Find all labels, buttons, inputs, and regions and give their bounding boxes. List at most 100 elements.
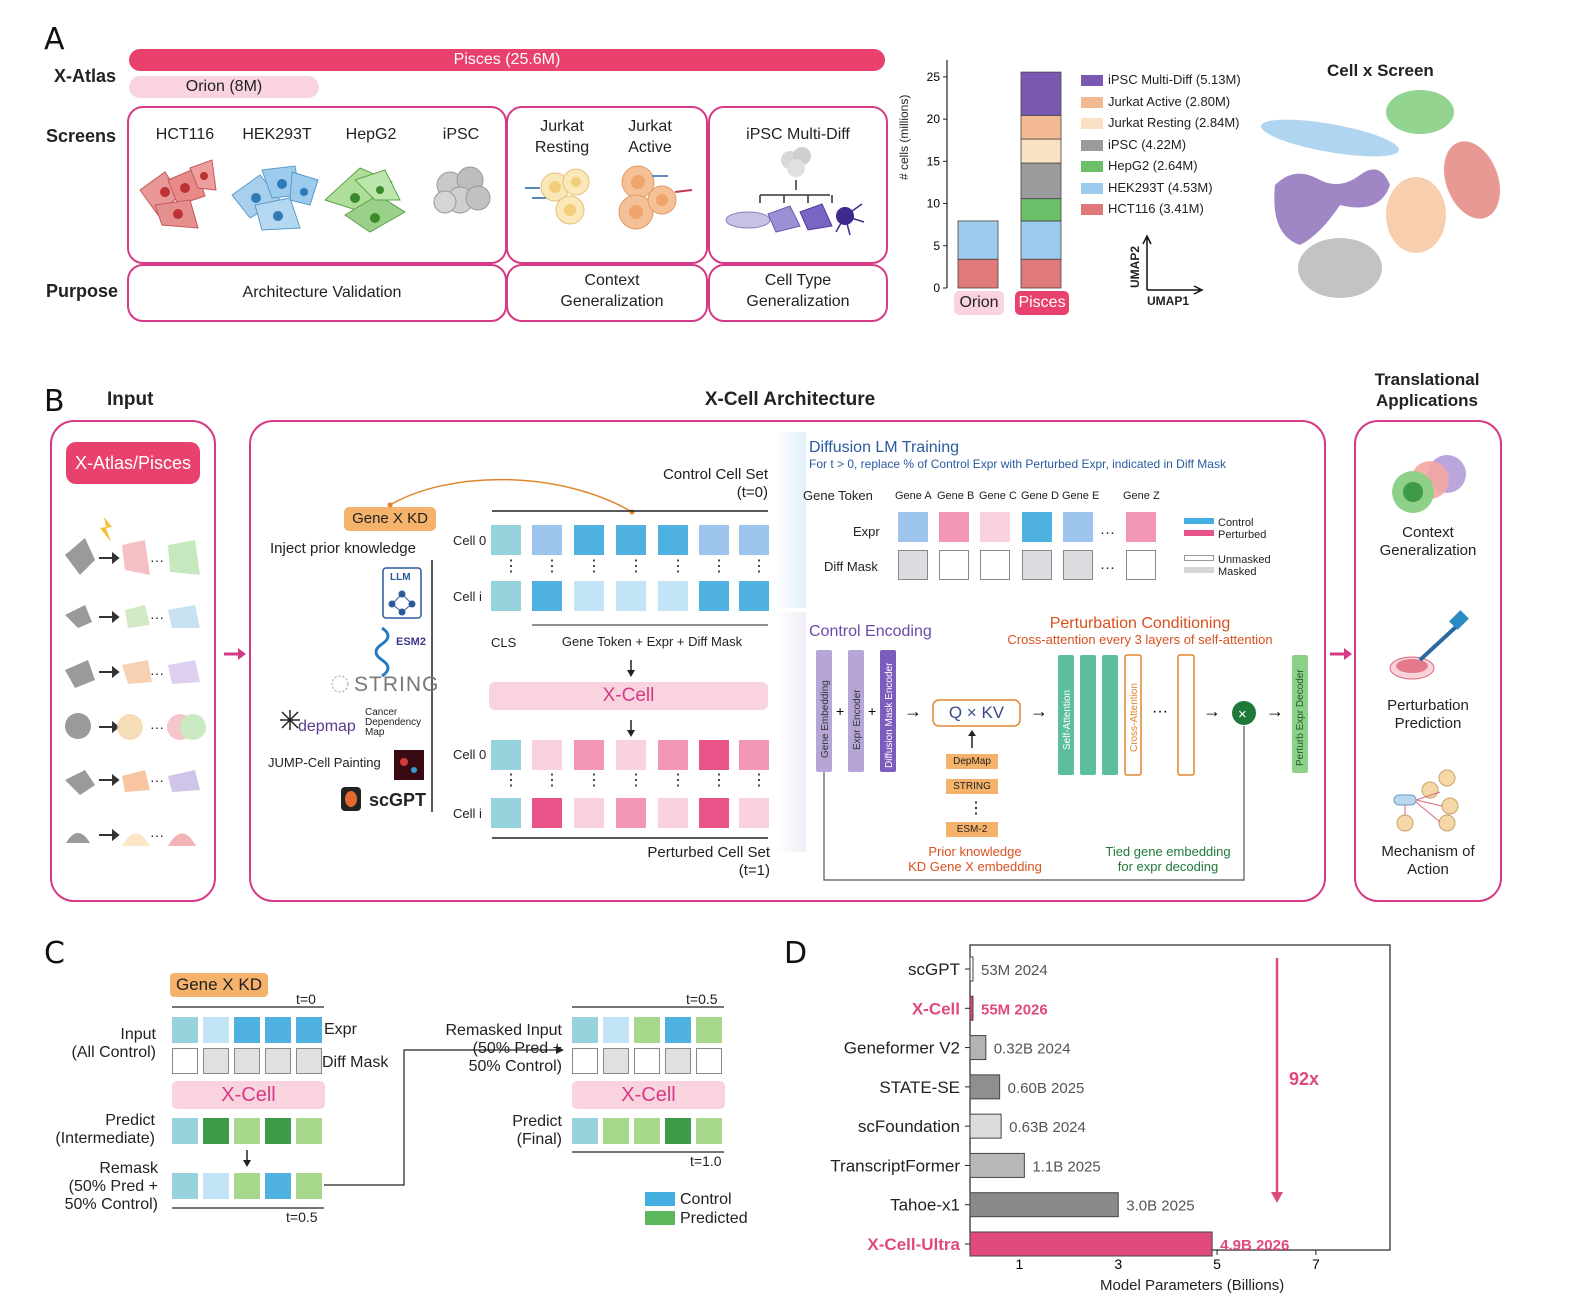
c-predict-final-token xyxy=(696,1118,722,1144)
svg-text:+: + xyxy=(836,703,844,719)
perturbed-cell0-token xyxy=(658,740,688,770)
stack-legend-item: Jurkat Resting (2.84M) xyxy=(1081,115,1240,130)
svg-text:···: ··· xyxy=(150,609,164,625)
cancer-dependency-map-label: Cancer Dependency Map xyxy=(365,707,422,738)
c-predict-final-token xyxy=(634,1118,660,1144)
panel-d-letter: D xyxy=(784,936,808,971)
network-icon xyxy=(388,590,416,616)
legend-masked-swatch xyxy=(1184,567,1214,573)
vertical-ellipsis: ⋮ xyxy=(711,558,727,575)
jurkat-active-icon xyxy=(618,165,693,230)
c-diffmask-label: Diff Mask xyxy=(322,1054,389,1071)
d-value-label: 1.1B 2025 xyxy=(1032,1158,1100,1175)
control-cell0-token xyxy=(491,525,521,555)
control-cell0-token xyxy=(699,525,729,555)
mechanism-network-icon xyxy=(1393,769,1459,832)
llm-label: LLM xyxy=(390,572,411,583)
c-predict-int-token xyxy=(203,1118,229,1144)
perturbed-celli-token xyxy=(574,798,604,828)
control-celli-token xyxy=(658,581,688,611)
purpose-label: Purpose xyxy=(46,281,119,301)
control-cell-set-label: Control Cell Set (t=0) xyxy=(662,466,768,501)
expr-label: Expr xyxy=(853,524,880,539)
llm-icon xyxy=(382,567,422,619)
stack-legend-label: iPSC Multi-Diff (5.13M) xyxy=(1108,72,1241,87)
c-remask-token xyxy=(296,1173,322,1199)
d-model-name: X-Cell-Ultra xyxy=(867,1235,960,1254)
jurkat-active-label: Jurkat Active xyxy=(628,118,672,156)
architecture-title: X-Cell Architecture xyxy=(704,389,876,410)
d-bar xyxy=(969,956,974,982)
prior-knowledge-note: Prior knowledge KD Gene X embedding xyxy=(908,844,1042,874)
c-remasked-expr-token xyxy=(665,1017,691,1043)
encoding-fade xyxy=(776,612,806,852)
d-bar xyxy=(969,1231,1213,1257)
gene-b-label: Gene B xyxy=(937,490,975,502)
perturbed-celli-token xyxy=(491,798,521,828)
c-remasked-expr-token xyxy=(572,1017,598,1043)
cell0-label-top: Cell 0 xyxy=(453,533,487,548)
c-predict-int-token xyxy=(172,1118,198,1144)
legend-control-label: Control xyxy=(1218,517,1254,529)
vertical-ellipsis: ⋮ xyxy=(670,558,686,575)
c-predict-final: Predict (Final) xyxy=(512,1113,562,1148)
control-cell0-token xyxy=(532,525,562,555)
c-t05-right: t=0.5 xyxy=(686,991,718,1007)
stack-y-tick-label: 15 xyxy=(927,154,941,168)
c-legend-control-label: Control xyxy=(680,1191,732,1208)
applications-box xyxy=(1354,420,1502,902)
c-predict-intermediate: Predict (Intermediate) xyxy=(55,1112,155,1147)
esm2-tag: ESM-2 xyxy=(946,822,998,837)
jump-label: JUMP-Cell Painting xyxy=(268,755,381,770)
stack-legend-item: HepG2 (2.64M) xyxy=(1081,158,1198,173)
d-model-name: scGPT xyxy=(908,960,960,979)
svg-text:+: + xyxy=(868,703,876,719)
cell-line-hek293t: HEK293T xyxy=(242,126,312,143)
c-predict-final-token xyxy=(603,1118,629,1144)
xatlas-label: X-Atlas xyxy=(54,66,117,86)
diff-mask-label: Diff Mask xyxy=(824,559,878,574)
d-x-tick-label: 5 xyxy=(1213,1256,1221,1272)
depmap-tag: DepMap xyxy=(946,754,998,769)
d-xlabel: Model Parameters (Billions) xyxy=(1100,1277,1285,1294)
control-celli-token xyxy=(616,581,646,611)
perturbed-cell0-token xyxy=(739,740,769,770)
c-predict-final-token xyxy=(665,1118,691,1144)
diff-ellipsis-1: ··· xyxy=(1100,524,1115,541)
control-celli-token xyxy=(699,581,729,611)
d-bar xyxy=(969,1192,1119,1218)
svg-text:···: ··· xyxy=(150,665,164,681)
svg-text:→: → xyxy=(1030,701,1048,721)
d-model-name: TranscriptFormer xyxy=(830,1156,960,1175)
vertical-ellipsis: ⋮ xyxy=(628,558,644,575)
app-perturbation-label: Perturbation Prediction xyxy=(1387,697,1469,732)
purpose-context-text: Context Generalization xyxy=(560,272,664,310)
svg-text:···: ··· xyxy=(150,719,164,735)
vertical-ellipsis: ⋮ xyxy=(751,772,767,789)
c-remasked-mask-token xyxy=(665,1048,691,1074)
c-input-mask-token xyxy=(296,1048,322,1074)
perturbed-celli-token xyxy=(616,798,646,828)
stack-legend-label: iPSC (4.22M) xyxy=(1108,136,1187,152)
c-remask-token xyxy=(203,1173,229,1199)
c-input-expr-token xyxy=(234,1017,260,1043)
pisces-bar: Pisces (25.6M) xyxy=(129,49,885,71)
gene-token-label: Gene Token xyxy=(803,488,873,503)
perturbation-conditioning-title: Perturbation Conditioning xyxy=(1049,615,1231,632)
d-value-label: 4.9B 2026 xyxy=(1220,1237,1289,1254)
diff-expr-token xyxy=(898,512,928,542)
tied-embedding-note: Tied gene embedding for expr decoding xyxy=(1105,844,1231,874)
svg-text:···: ··· xyxy=(1152,703,1168,720)
c-remask-token xyxy=(234,1173,260,1199)
stack-legend-swatch xyxy=(1081,96,1103,108)
qkv-label: Q × KV xyxy=(948,703,1005,722)
translational-title: Translational Applications xyxy=(1374,370,1480,410)
c-input-mask-token xyxy=(203,1048,229,1074)
diff-mask-token xyxy=(939,550,969,580)
stack-bar-segment xyxy=(1020,162,1062,200)
purpose-arch-text: Architecture Validation xyxy=(242,284,402,301)
panel-b-letter: B xyxy=(44,384,65,419)
stack-legend-swatch xyxy=(1081,118,1103,130)
